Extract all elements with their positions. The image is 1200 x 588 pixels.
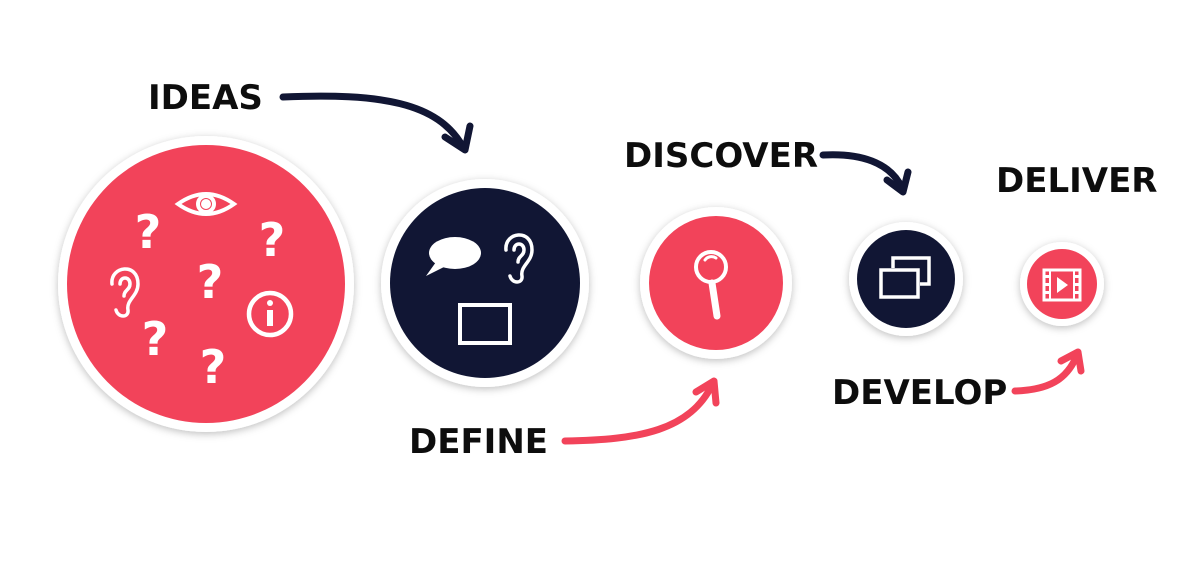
label-ideas: IDEAS — [148, 78, 263, 118]
eye-icon — [174, 192, 238, 216]
label-develop: DEVELOP — [832, 373, 1008, 413]
arrow-develop-to-deliver — [1011, 348, 1085, 395]
deliver-circle — [1020, 242, 1104, 326]
discover-circle — [640, 207, 792, 359]
ear-icon — [110, 267, 140, 318]
define-circle — [381, 179, 589, 387]
label-define: DEFINE — [409, 422, 549, 462]
arrow-ideas-to-define — [279, 92, 474, 154]
svg-text:?: ? — [200, 340, 227, 394]
question-icon: ? ? ? ? ? — [135, 205, 286, 394]
magnifier-icon — [694, 250, 728, 320]
ear-icon — [504, 233, 534, 284]
arrow-define-to-discover — [561, 377, 720, 445]
svg-text:?: ? — [197, 255, 224, 309]
svg-text:?: ? — [142, 312, 169, 366]
label-deliver: DELIVER — [996, 161, 1158, 201]
overlapping-windows-icon — [879, 256, 931, 299]
develop-circle — [849, 222, 963, 336]
speech-bubble-icon — [426, 237, 481, 276]
info-icon — [246, 290, 294, 338]
svg-text:?: ? — [135, 205, 162, 259]
label-discover: DISCOVER — [624, 136, 819, 176]
rectangle-icon — [458, 303, 512, 345]
svg-text:?: ? — [259, 213, 286, 267]
film-play-icon — [1042, 268, 1082, 302]
arrow-discover-to-develop — [819, 151, 912, 196]
ideas-circle: ? ? ? ? ? — [58, 136, 354, 432]
